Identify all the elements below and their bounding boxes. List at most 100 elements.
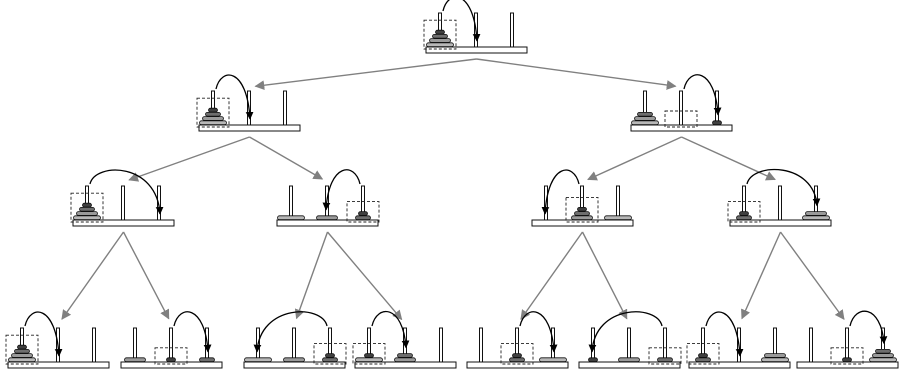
peg-rod [845,327,849,363]
peg-rod [283,90,287,126]
disk [509,357,525,362]
disk [764,353,786,358]
disk [574,211,590,216]
peg-rod [479,327,483,363]
disk [634,116,656,121]
disk [11,353,33,358]
disk [805,211,827,216]
disk [208,107,218,113]
peg-rod [121,185,125,221]
base-plate [531,219,634,227]
selection-box [313,343,347,365]
disk [76,211,98,216]
base-plate [796,361,899,369]
disk [14,348,30,354]
base-plate [630,124,733,132]
disk [736,215,752,221]
tree-edge-arrow [326,231,403,321]
disk [657,357,673,362]
disk [802,215,830,221]
disk [429,38,451,43]
base-plate [120,361,223,369]
tree-edge-arrow [681,136,776,181]
disk [739,211,749,216]
disk [588,357,598,362]
tree-edge-arrow [587,136,682,181]
peg-rod [679,90,683,126]
disk [637,112,653,117]
selection-box [664,110,698,128]
peg-rod [510,12,514,48]
move-arrow [442,0,481,42]
selection-box [648,347,682,365]
disk [394,357,416,362]
disk [426,42,454,47]
selection-box [196,97,230,128]
base-plate [578,361,681,369]
disk [199,357,215,362]
move-arrow [705,311,744,357]
move-arrow [322,169,361,211]
disk [364,353,374,358]
hanoi-state-node [630,74,733,132]
disk [842,357,852,362]
base-plate [243,361,346,369]
disk [358,211,368,216]
hanoi-state-node [276,169,380,227]
base-plate [688,361,791,369]
hanoi-state-node [466,311,569,369]
hanoi-state-node [70,169,175,227]
selection-box [686,343,720,365]
hanoi-state-node [578,311,682,369]
disk [322,357,338,362]
move-arrow [746,168,821,207]
selection-box [423,19,457,50]
disk [631,120,659,126]
disk [283,357,305,362]
tree-edge-arrow [476,58,677,90]
disk [79,206,95,212]
disk [512,353,522,358]
tree-edge-arrow [61,231,125,320]
move-arrow [588,311,663,353]
disk [872,353,894,358]
disk [199,120,227,126]
peg-rod [292,327,296,363]
base-plate [7,361,110,369]
peg-rod [616,185,620,221]
tree-edge-arrow [294,231,329,320]
disk [202,116,224,121]
selection-box [565,196,599,223]
tree-nodes [5,0,899,369]
move-arrow [215,74,254,120]
base-plate [729,219,832,227]
hanoi-state-node [686,311,791,369]
peg-rod [627,327,631,363]
peg-rod [92,327,96,363]
peg-rod [439,327,443,363]
base-plate [276,219,379,227]
tree-edge-arrow [249,136,324,180]
peg-rod [663,327,667,363]
selection-box [5,334,39,365]
base-plate [198,124,301,132]
move-arrow [541,169,580,215]
disk [432,34,448,39]
disk [355,215,371,221]
base-plate [466,361,569,369]
move-arrow [24,311,63,357]
move-arrow [371,310,410,349]
disk [698,353,708,358]
disk [205,112,221,117]
disk [761,357,789,362]
move-arrow [253,311,328,353]
disk [869,357,897,362]
hanoi-state-node [352,310,457,369]
peg-rod [133,327,137,363]
hanoi-state-node [727,168,832,227]
peg-rod [809,327,813,363]
hanoi-state-node [120,311,223,369]
tree-edge-arrow [128,136,250,182]
peg-rod [289,185,293,221]
disk [577,206,587,212]
